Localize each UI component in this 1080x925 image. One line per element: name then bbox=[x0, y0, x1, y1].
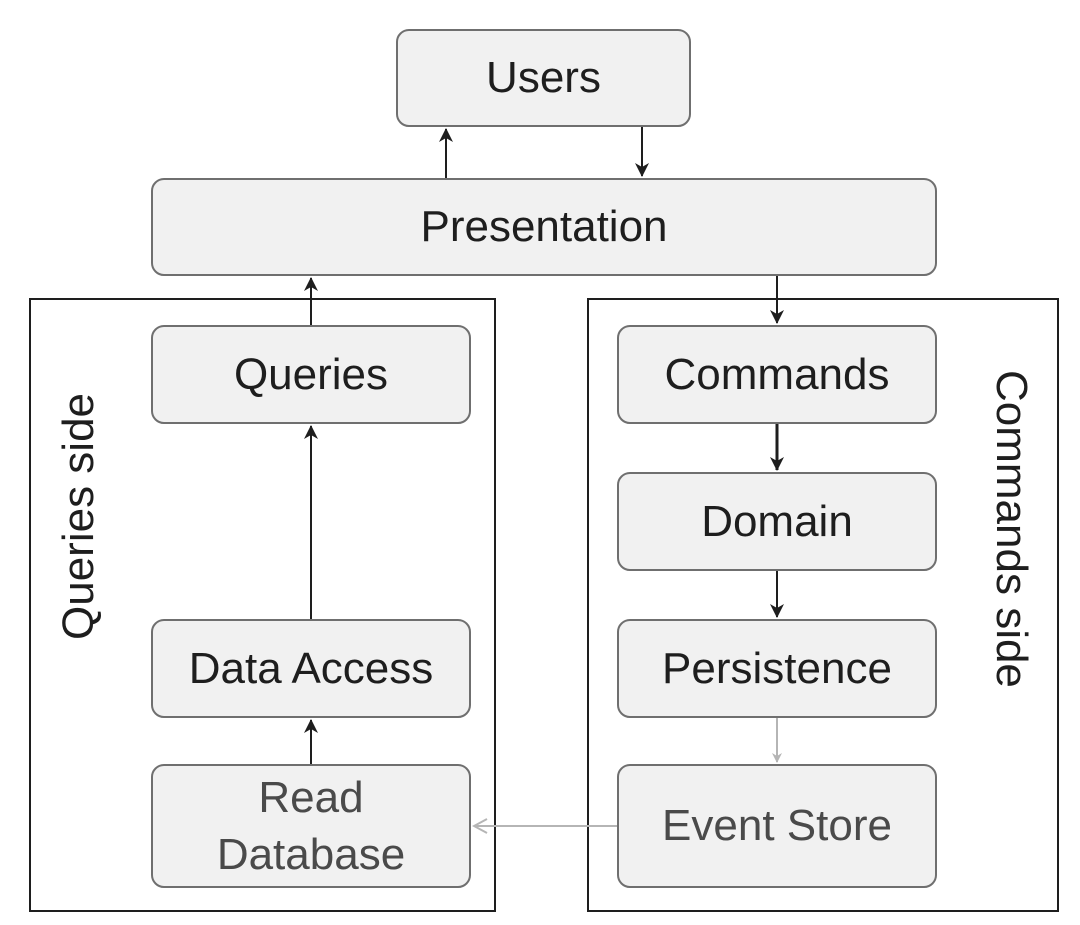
commands-side-group bbox=[587, 298, 1059, 912]
presentation-node: Presentation bbox=[151, 178, 937, 276]
domain-node: Domain bbox=[617, 472, 937, 571]
persistence-node: Persistence bbox=[617, 619, 937, 718]
queries-side-group bbox=[29, 298, 496, 912]
queries-node: Queries bbox=[151, 325, 471, 424]
users-node: Users bbox=[396, 29, 691, 127]
event-store-node: Event Store bbox=[617, 764, 937, 888]
data-access-node: Data Access bbox=[151, 619, 471, 718]
commands-node: Commands bbox=[617, 325, 937, 424]
read-database-node: Read Database bbox=[151, 764, 471, 888]
